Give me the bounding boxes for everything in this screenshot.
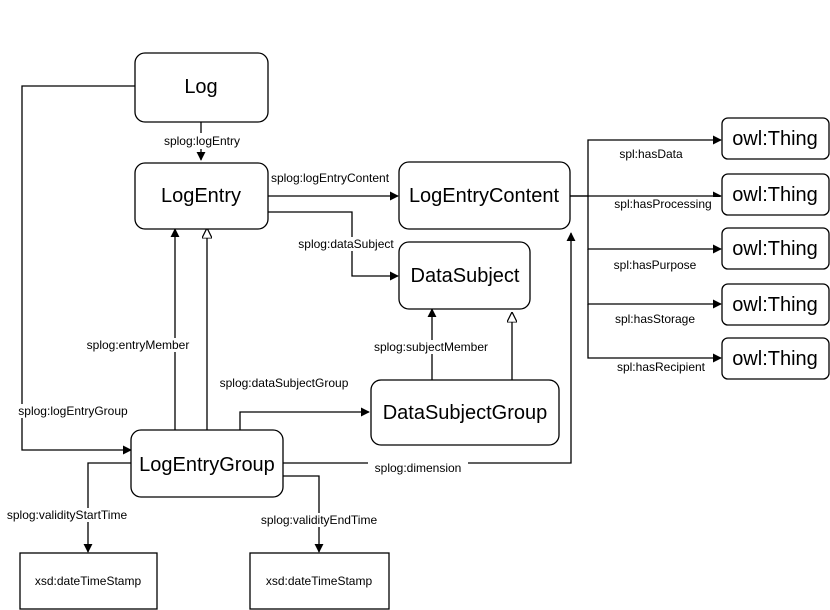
node-log-entry: LogEntry: [134, 162, 269, 230]
svg-text:splog:entryMember: splog:entryMember: [87, 338, 190, 352]
node-owl-thing-3: owl:Thing: [721, 227, 830, 270]
label-has-data: spl:hasData: [612, 147, 690, 161]
node-xsd-end: xsd:dateTimeStamp: [249, 552, 390, 610]
edge-data-subject-group: [239, 407, 370, 430]
label-has-processing: spl:hasProcessing: [606, 197, 720, 211]
svg-text:splog:logEntryGroup: splog:logEntryGroup: [18, 404, 128, 418]
label-validity-end: splog:validityEndTime: [252, 513, 386, 527]
label-data-subject-group: splog:dataSubjectGroup: [212, 376, 356, 390]
svg-text:DataSubject: DataSubject: [411, 265, 520, 287]
label-dimension: splog:dimension: [368, 461, 468, 475]
svg-text:splog:logEntry: splog:logEntry: [164, 134, 240, 148]
svg-text:owl:Thing: owl:Thing: [732, 128, 818, 150]
node-log-entry-group: LogEntryGroup: [130, 429, 284, 498]
label-subject-member: splog:subjectMember: [372, 340, 490, 354]
label-log-entry-content: splog:logEntryContent: [268, 171, 392, 185]
label-has-purpose: spl:hasPurpose: [606, 258, 704, 272]
svg-text:spl:hasPurpose: spl:hasPurpose: [614, 258, 697, 272]
node-owl-thing-5: owl:Thing: [721, 337, 830, 380]
svg-text:LogEntryContent: LogEntryContent: [409, 185, 560, 207]
edge-validity-start: [83, 462, 131, 553]
edge-has-recipient: [587, 304, 722, 363]
svg-text:LogEntryGroup: LogEntryGroup: [139, 454, 275, 476]
svg-text:xsd:dateTimeStamp: xsd:dateTimeStamp: [266, 574, 373, 588]
label-has-storage: spl:hasStorage: [606, 312, 704, 326]
label-data-subject: splog:dataSubject: [290, 237, 402, 251]
label-entry-member: splog:entryMember: [78, 338, 198, 352]
label-log-entry-group: splog:logEntryGroup: [8, 404, 138, 418]
node-owl-thing-4: owl:Thing: [721, 283, 830, 326]
label-log-entry: splog:logEntry: [156, 133, 248, 149]
node-owl-thing-1: owl:Thing: [721, 117, 830, 160]
svg-text:owl:Thing: owl:Thing: [732, 348, 818, 370]
svg-text:LogEntry: LogEntry: [161, 185, 241, 207]
label-validity-start: splog:validityStartTime: [0, 508, 136, 522]
svg-text:splog:subjectMember: splog:subjectMember: [374, 340, 488, 354]
node-data-subject-group: DataSubjectGroup: [370, 379, 560, 446]
label-has-recipient: spl:hasRecipient: [608, 360, 712, 374]
svg-text:DataSubjectGroup: DataSubjectGroup: [383, 402, 548, 424]
svg-text:splog:dimension: splog:dimension: [375, 461, 462, 475]
svg-text:Log: Log: [184, 76, 217, 98]
svg-text:owl:Thing: owl:Thing: [732, 294, 818, 316]
svg-text:splog:validityEndTime: splog:validityEndTime: [261, 513, 378, 527]
edge-log-entry-group: [21, 85, 135, 455]
svg-text:spl:hasProcessing: spl:hasProcessing: [614, 197, 711, 211]
svg-text:splog:dataSubject: splog:dataSubject: [298, 237, 394, 251]
svg-text:splog:dataSubjectGroup: splog:dataSubjectGroup: [220, 376, 349, 390]
svg-text:splog:validityStartTime: splog:validityStartTime: [7, 508, 128, 522]
svg-text:owl:Thing: owl:Thing: [732, 184, 818, 206]
svg-text:xsd:dateTimeStamp: xsd:dateTimeStamp: [35, 574, 142, 588]
svg-text:spl:hasStorage: spl:hasStorage: [615, 312, 695, 326]
node-owl-thing-2: owl:Thing: [721, 173, 830, 216]
node-data-subject: DataSubject: [398, 241, 531, 310]
node-log-entry-content: LogEntryContent: [398, 161, 571, 230]
svg-text:owl:Thing: owl:Thing: [732, 238, 818, 260]
svg-text:spl:hasData: spl:hasData: [619, 147, 683, 161]
svg-text:spl:hasRecipient: spl:hasRecipient: [617, 360, 706, 374]
svg-text:splog:logEntryContent: splog:logEntryContent: [271, 171, 390, 185]
node-log: Log: [134, 52, 269, 123]
node-xsd-start: xsd:dateTimeStamp: [19, 552, 158, 610]
